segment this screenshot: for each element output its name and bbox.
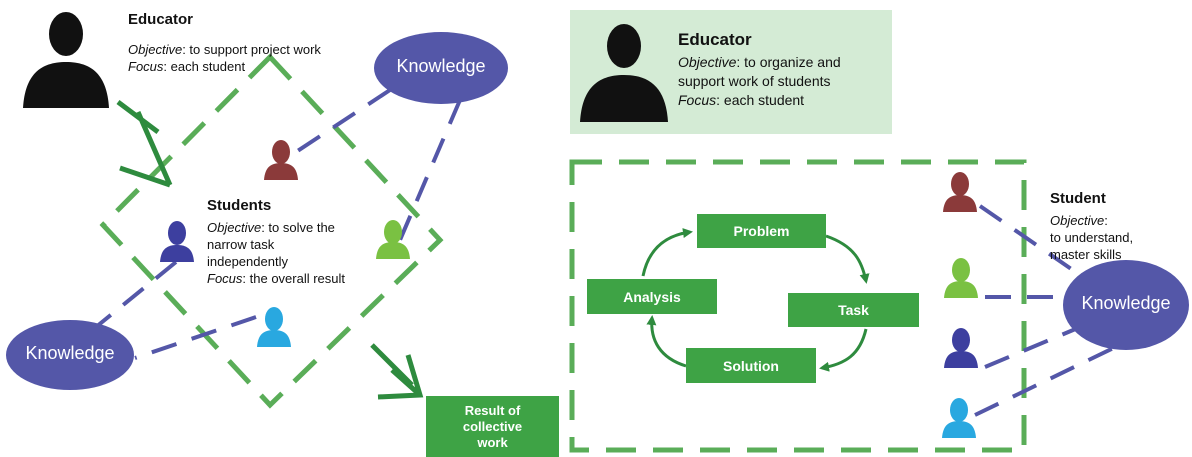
right-student-line2: to understand,: [1050, 230, 1134, 245]
team-to-result-arrow: [370, 343, 424, 400]
result-box: Result of collective work: [426, 396, 559, 457]
right-student-objective: Objective:: [1050, 213, 1108, 229]
cycle-arrow-task-solution: [819, 328, 868, 372]
objective-value: :: [1104, 213, 1108, 228]
right-educator-objective-line2: support work of students: [678, 73, 831, 89]
educator-to-team-arrow: [116, 100, 173, 188]
right-educator-title: Educator: [678, 30, 752, 49]
knowledge-ellipse-top: [374, 32, 508, 104]
focus-value: : the overall result: [242, 271, 346, 286]
link-right-student4: [974, 338, 1131, 417]
students-objective-line2: narrow task: [207, 237, 275, 252]
focus-key: Focus: [128, 59, 164, 74]
student-icon-blue: [160, 221, 194, 262]
knowledge-right-label: Knowledge: [1081, 293, 1171, 313]
focus-key: Focus: [207, 271, 243, 286]
cycle-arrow-analysis-problem: [641, 228, 693, 277]
objective-value: : to organize and: [736, 54, 841, 70]
objective-key: Objective: [128, 42, 183, 57]
right-educator-objective: Objective: to organize and: [678, 53, 841, 71]
cycle-arrow-problem-task: [825, 234, 870, 284]
students-objective-line1: Objective: to solve the: [207, 220, 335, 236]
educator-icon-left: [23, 12, 109, 108]
objective-key: Objective: [207, 220, 262, 235]
analysis-box: Analysis: [587, 279, 717, 314]
right-educator-focus: Focus: each student: [678, 91, 804, 109]
link-knowledge-top-student2: [398, 99, 462, 241]
task-box: Task: [788, 293, 919, 327]
objective-key: Objective: [678, 54, 737, 70]
students-objective-line3: independently: [207, 254, 288, 269]
knowledge-ellipse-right: [1063, 260, 1189, 350]
problem-box: Problem: [697, 214, 826, 248]
right-student-icon-blue: [944, 328, 978, 368]
objective-value: : to support project work: [182, 42, 321, 57]
team-diamond: [99, 53, 444, 409]
objective-key: Objective: [1050, 213, 1105, 228]
focus-value: : each student: [716, 92, 805, 108]
left-educator-focus: Focus: each student: [128, 59, 245, 75]
student-icon-cyan: [257, 307, 291, 347]
result-line2: collective: [462, 418, 523, 434]
right-student-icon-green: [944, 258, 978, 298]
knowledge-bottom-label: Knowledge: [25, 343, 115, 363]
link-right-student3: [984, 323, 1086, 369]
solution-box: Solution: [686, 348, 816, 383]
student-icon-maroon: [264, 140, 298, 180]
link-right-student1: [978, 204, 1082, 277]
knowledge-top-label: Knowledge: [396, 56, 486, 76]
left-educator-objective: Objective: to support project work: [128, 42, 321, 58]
process-frame: [569, 159, 1027, 453]
student-icon-green: [376, 220, 410, 259]
focus-value: : each student: [163, 59, 246, 74]
students-title: Students: [207, 197, 272, 214]
right-student-title: Student: [1050, 190, 1106, 207]
result-line3: work: [477, 434, 508, 450]
result-line1: Result of: [464, 402, 521, 418]
students-focus: Focus: the overall result: [207, 271, 345, 287]
educator-icon-right: [580, 24, 668, 122]
right-student-icon-cyan: [942, 398, 976, 438]
link-knowledge-top-student1: [294, 88, 392, 154]
focus-key: Focus: [678, 92, 717, 108]
objective-value: : to solve the: [261, 220, 335, 235]
right-student-line3: master skills: [1050, 247, 1122, 262]
cycle-arrow-solution-analysis: [646, 315, 687, 368]
link-student4-knowledge-bottom: [134, 315, 257, 360]
right-student-icon-maroon: [943, 172, 977, 212]
left-educator-title: Educator: [128, 11, 194, 28]
knowledge-ellipse-bottom: [6, 320, 134, 390]
